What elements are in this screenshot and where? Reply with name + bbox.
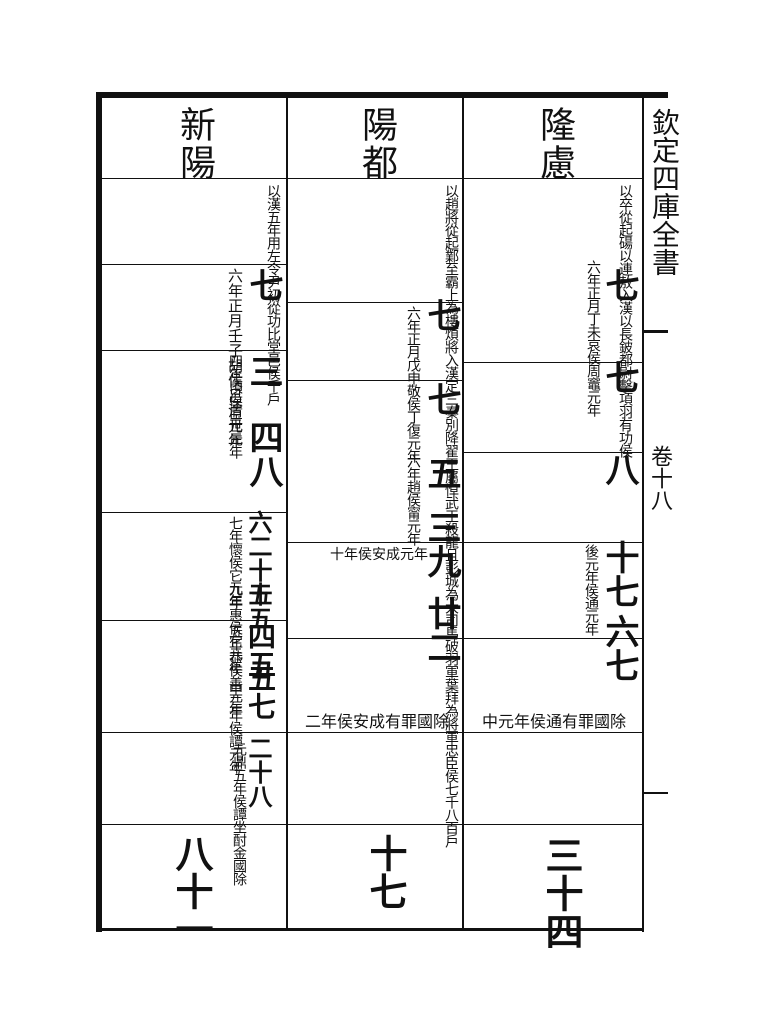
col1-r2-text: 六年正月壬子胡侯呂清元年: [226, 268, 244, 448]
row-line: [464, 638, 642, 639]
row-line: [102, 620, 286, 621]
row-line: [288, 638, 462, 639]
col2-r7-text: 二年侯安成有罪國除: [304, 712, 449, 731]
bottom-border: [96, 928, 644, 931]
top-border: [96, 92, 668, 98]
row-line: [288, 824, 462, 825]
col3-r3-num: 七: [599, 360, 639, 394]
col2-r4-num: 五: [421, 456, 461, 490]
row-line: [464, 178, 642, 179]
margin-book-title: 欽定四庫全書: [648, 108, 681, 276]
col1-r5-num: 六二十五: [244, 510, 273, 606]
col2-r2-num: 七: [421, 298, 461, 332]
col3-r10: 三十四: [539, 836, 584, 950]
col1-r1-text: 以漢五年用左令尹初從功比堂邑侯千戶: [265, 184, 281, 405]
col1-r8-num: 五七: [244, 664, 277, 720]
col1-r10: 八十一: [169, 834, 214, 948]
col2-r4-text: 六年趙侯甯元年: [405, 454, 421, 545]
col2-r5-num: 三九: [421, 510, 461, 578]
margin-divider: [642, 330, 668, 333]
row-line: [102, 264, 286, 265]
col3-r5-text: 後元年侯通元年: [583, 544, 599, 635]
table-frame: 隆慮 以卒從起碭以連敖入漢以長鈹都尉擊項羽有功侯 六年正月丁未哀侯周竈元年 七 …: [96, 92, 668, 950]
margin-divider-bottom: [642, 792, 668, 794]
row-line: [464, 824, 642, 825]
right-border: [642, 92, 644, 932]
col2-title: 陽都: [356, 106, 397, 182]
col2-r3-num: 七: [421, 382, 461, 416]
col3-r4-num: 八: [599, 452, 639, 486]
row-line: [102, 732, 286, 733]
col3-r2-text: 六年正月丁未哀侯周竈元年: [585, 260, 601, 416]
col1-r3-num: 三: [243, 354, 283, 388]
col3-title: 隆慮: [534, 106, 575, 182]
left-border: [96, 92, 102, 932]
row-line: [288, 302, 462, 303]
row-line: [288, 732, 462, 733]
row-line: [464, 362, 642, 363]
col1-r6-text: 九年惠侯它元年: [227, 582, 243, 673]
col1-r2-num: 七: [243, 268, 283, 302]
col3-r2-num: 七: [599, 268, 639, 302]
column-divider: [462, 98, 464, 928]
col1-r3-text: 四年頃侯臣世元年: [227, 354, 243, 458]
row-line: [102, 350, 286, 351]
row-line: [464, 542, 642, 543]
col3-r5-num: 十七: [599, 540, 639, 608]
row-line: [288, 380, 462, 381]
row-line: [464, 452, 642, 453]
margin-volume: 卷十八: [647, 445, 672, 511]
col1-title: 新陽: [174, 106, 215, 182]
col2-r2-text: 六年正月戊申敬侯丁復元年: [405, 306, 421, 462]
col1-r8-text: 中三年侯譚元年: [227, 682, 243, 773]
col1-r4-num: 四八: [243, 420, 283, 488]
col1-r9-text: 元鼎五年侯譚坐酎金國除: [231, 742, 247, 885]
row-line: [464, 732, 642, 733]
col1-r5-text: 七年懷侯它元年: [227, 516, 243, 607]
col2-r6-num: 廿二: [421, 596, 461, 664]
col2-r10: 十七: [363, 834, 408, 910]
row-line: [102, 512, 286, 513]
col1-r7-num: 四五: [244, 622, 277, 678]
column-divider: [286, 98, 288, 928]
row-line: [288, 178, 462, 179]
row-line: [102, 824, 286, 825]
col3-r7-text: 中元年侯通有罪國除: [481, 712, 626, 731]
row-line: [288, 542, 462, 543]
col2-r5-text: 十年侯安成元年: [330, 547, 428, 563]
col2-r1-text: 以趙將從起鄴至霸上為樓煩將入漢定三秦別降翟王屬悼武王殺龍且彭城為大司馬破羽軍葉拜…: [443, 184, 459, 847]
col1-r6-num: 十五: [244, 582, 273, 630]
col1-r9-num: 二十八: [244, 736, 273, 808]
col3-r6-num: 六七: [599, 614, 639, 682]
col1-r7-text: 五年恭侯善元年: [227, 624, 243, 715]
row-line: [102, 178, 286, 179]
